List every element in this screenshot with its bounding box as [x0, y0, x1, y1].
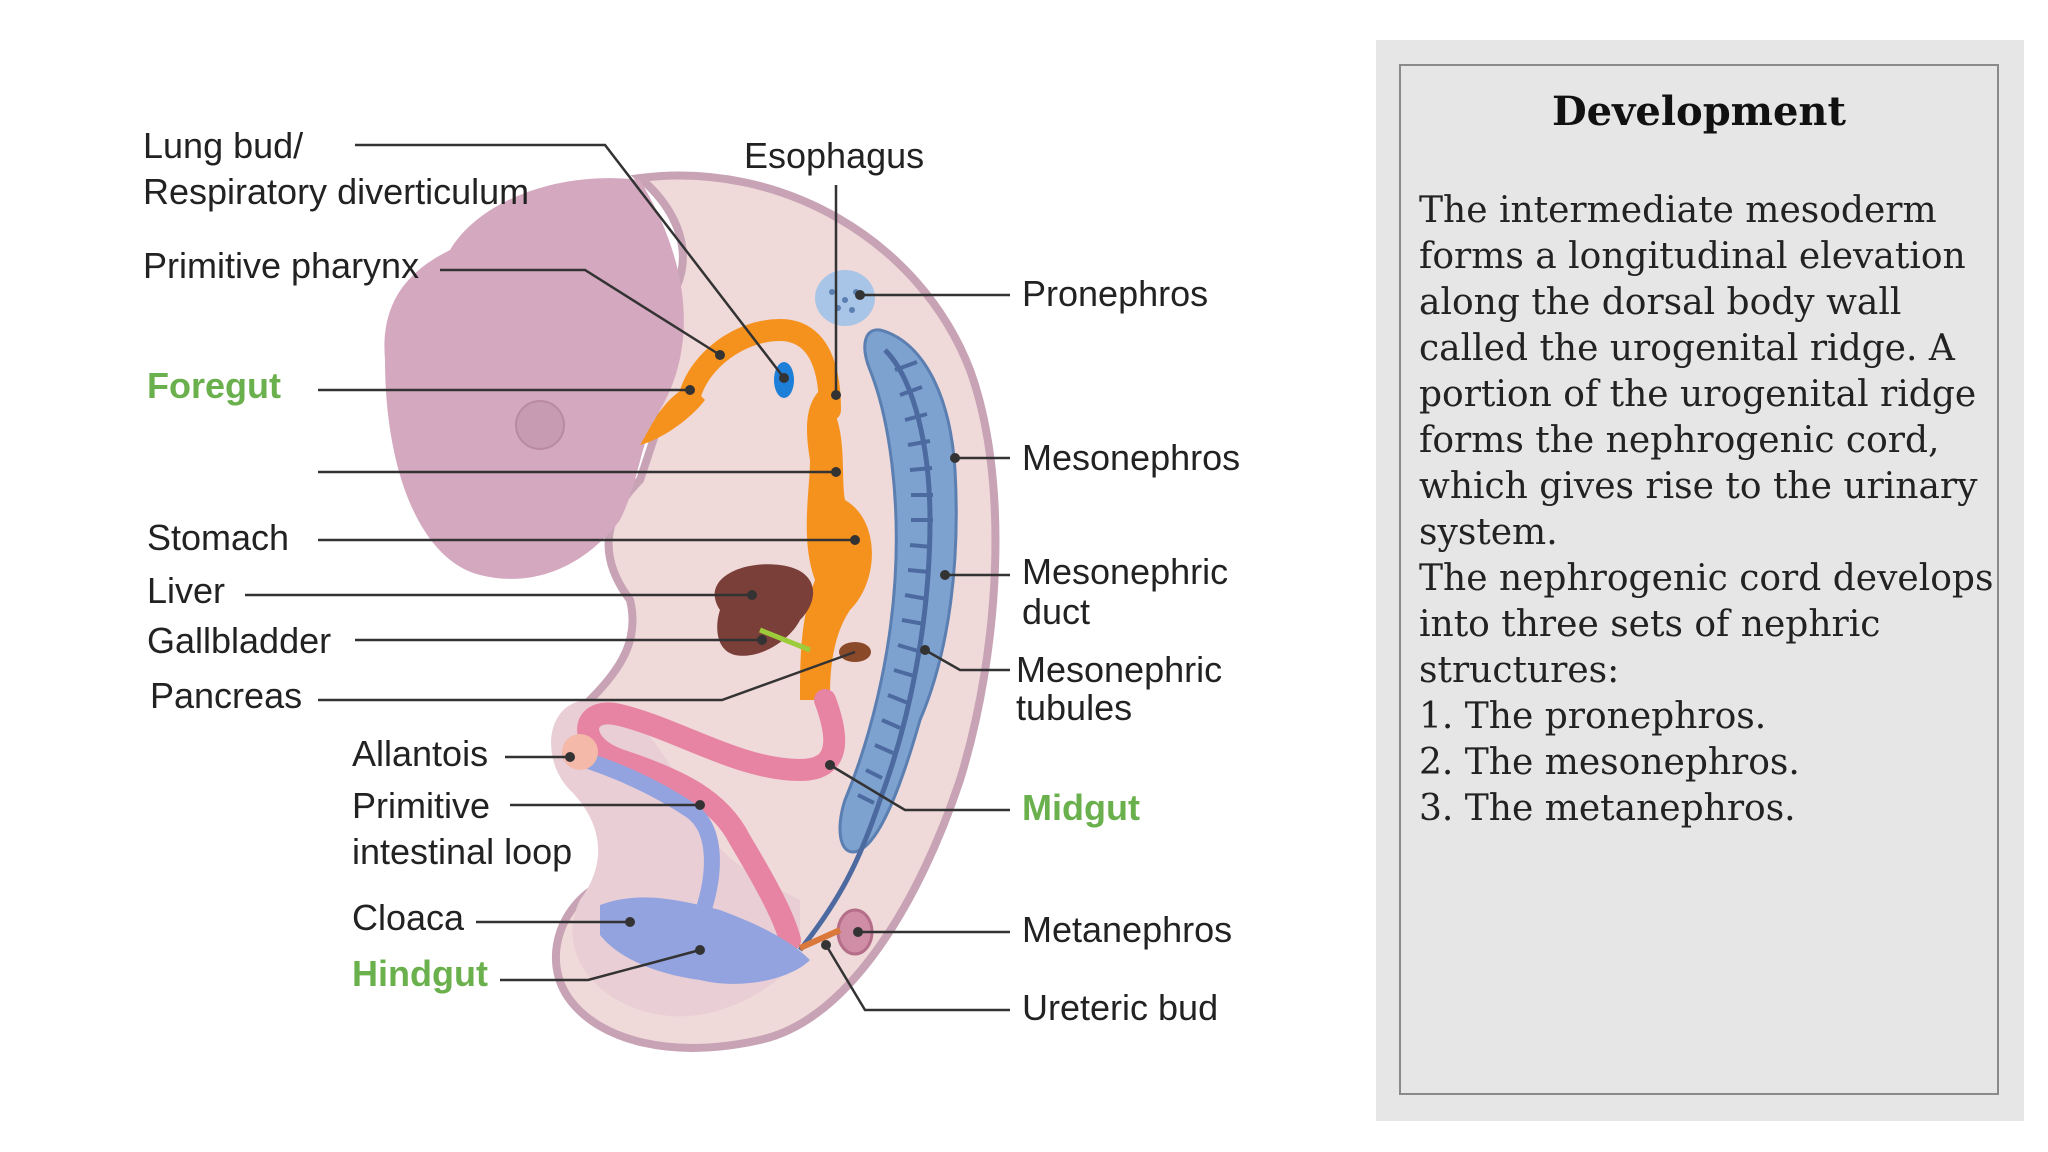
labels-right: Esophagus Pronephros Mesonephros Mesonep… [744, 135, 1240, 1028]
label-mesonephric-duct-1: Mesonephric [1022, 551, 1228, 592]
label-mesonephric-duct-2: duct [1022, 591, 1090, 632]
label-cloaca: Cloaca [352, 897, 465, 938]
panel-paragraph-2: The nephrogenic cord develops into three… [1419, 558, 1994, 691]
label-pronephros: Pronephros [1022, 273, 1208, 314]
gallbladder-duct [759, 627, 811, 653]
label-mesonephric-tubules-1: Mesonephric [1016, 649, 1222, 690]
label-pancreas: Pancreas [150, 675, 302, 716]
label-ureteric-bud: Ureteric bud [1022, 987, 1218, 1028]
panel-body: The intermediate mesoderm forms a longit… [1419, 188, 1999, 832]
label-foregut: Foregut [147, 365, 281, 406]
embryo-illustration [384, 171, 1000, 1052]
foregut-tube [679, 318, 841, 421]
development-panel: Development The intermediate mesoderm fo… [1376, 40, 2024, 1121]
label-metanephros: Metanephros [1022, 909, 1232, 950]
label-hindgut: Hindgut [352, 953, 488, 994]
label-lung-bud: Lung bud/ [143, 125, 303, 166]
allantois-tube [562, 747, 720, 928]
label-mesonephric-tubules-2: tubules [1016, 687, 1132, 728]
embryo-head [384, 178, 684, 579]
mesonephric-tubules [857, 360, 933, 805]
label-liver: Liver [147, 570, 225, 611]
panel-paragraph-1: The intermediate mesoderm forms a longit… [1419, 190, 1978, 553]
mesonephric-duct-line [798, 348, 933, 952]
esophagus-stomach [800, 390, 872, 700]
label-primitive-pharynx: Primitive pharynx [143, 245, 419, 286]
development-panel-frame: Development The intermediate mesoderm fo… [1399, 64, 1999, 1095]
optic-vesicle [515, 400, 565, 450]
label-mesonephros: Mesonephros [1022, 437, 1240, 478]
label-midgut: Midgut [1022, 787, 1140, 828]
panel-list-item-1: 1. The pronephros. [1419, 696, 1767, 737]
label-esophagus: Esophagus [744, 135, 924, 176]
label-allantois: Allantois [352, 733, 488, 774]
labels-left: Lung bud/ Respiratory diverticulum Primi… [143, 125, 572, 994]
midgut-loop [577, 689, 846, 951]
label-respiratory-diverticulum: Respiratory diverticulum [143, 171, 529, 212]
label-primitive: Primitive [352, 785, 490, 826]
label-gallbladder: Gallbladder [147, 620, 331, 661]
embryo-diagram: Lung bud/ Respiratory diverticulum Primi… [143, 125, 1240, 1052]
leader-lines [245, 143, 1010, 1012]
allantois-tip [562, 734, 598, 770]
ureteric-bud-shape [798, 927, 842, 951]
panel-title: Development [1551, 88, 1846, 135]
pharynx-pouch [640, 385, 705, 445]
liver-shape [714, 564, 814, 656]
panel-list-item-3: 3. The metanephros. [1419, 788, 1796, 829]
label-stomach: Stomach [147, 517, 289, 558]
label-intestinal-loop: intestinal loop [352, 831, 572, 872]
panel-list-item-2: 2. The mesonephros. [1419, 742, 1800, 783]
leader-dots [565, 290, 960, 955]
